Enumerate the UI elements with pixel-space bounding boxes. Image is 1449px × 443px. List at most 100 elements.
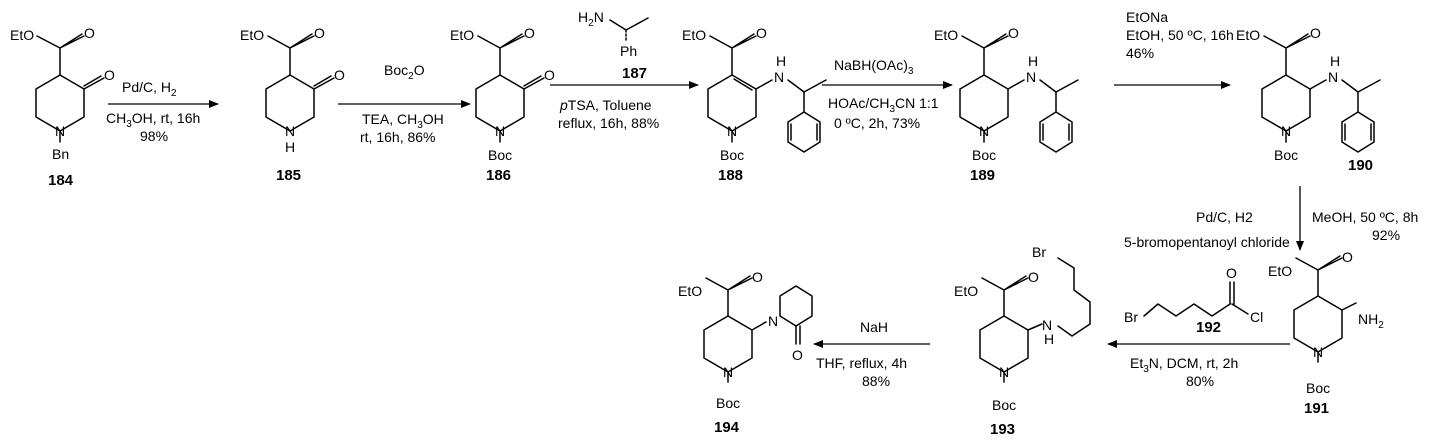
boc-label: Boc [972,147,996,163]
amine-label: N [1026,69,1036,85]
oxygen-label: O [1310,25,1321,41]
compound-193: EtO O N H Br N Boc 193 [954,244,1091,438]
step-yield: reflux, 16h, 88% [558,115,659,131]
ester-label: EtO [1268,263,1292,279]
compound-number: 192 [1196,319,1221,336]
step-5: EtONa EtOH, 50 ºC, 16h 46% [1114,9,1234,89]
hydrogen-label: H [1044,331,1054,347]
oxygen-label: O [524,25,535,41]
compound-number: 193 [990,421,1015,438]
reagent-name: 5-bromopentanoyl chloride [1124,234,1290,250]
ester-label: EtO [934,27,958,43]
benzyl-label: Bn [52,146,69,162]
step-condition: pTSA, Toluene [559,97,652,113]
boc-label: Boc [1274,147,1298,163]
compound-192: Br O Cl 192 [1124,265,1263,336]
nitrogen-label: N [999,364,1009,380]
nitrogen-label: N [495,123,505,139]
step-3: pTSA, Toluene reflux, 16h, 88% [550,81,699,131]
compound-190: EtO O N H N Boc 190 [1236,25,1381,174]
ester-label: EtO [682,27,706,43]
compound-number: 190 [1348,157,1373,174]
step-condition: CH3OH, rt, 16h [106,110,200,130]
bromine-label: Br [1032,244,1046,260]
step-reagent: EtONa [1126,9,1168,25]
boc-label: Boc [992,397,1016,413]
compound-number: 188 [718,167,743,184]
boc-label: Boc [716,395,740,411]
nitrogen-label: N [285,123,295,139]
hydrogen-label: H [1330,53,1340,69]
compound-number: 186 [486,167,511,184]
step-1: Pd/C, H2 CH3OH, rt, 16h 98% [106,79,219,144]
step-yield: 88% [862,373,890,389]
ester-label: EtO [1236,27,1260,43]
oxygen-label: O [1342,249,1353,265]
step-7: Et3N, DCM, rt, 2h 80% [1107,340,1290,389]
step-yield: rt, 16h, 86% [360,129,436,145]
oxygen-label: O [1008,25,1019,41]
step-yield: 98% [140,128,168,144]
step-reagent: NaH [860,319,888,335]
step-yield: 92% [1372,227,1400,243]
compound-187: H2N Ph 187 [578,9,649,82]
oxygen-label: O [1028,269,1039,285]
compound-184: EtO O O N Bn 184 [10,25,115,189]
amine-label: N [1328,69,1338,85]
oxygen-label: O [756,25,767,41]
nitrogen-label: N [1313,344,1323,360]
step-6: Pd/C, H2 MeOH, 50 ºC, 8h 92% 5-bromopent… [1124,186,1418,251]
step-condition: MeOH, 50 ºC, 8h [1312,209,1418,225]
step-reagent: Boc2O [384,62,425,82]
hydrogen-label: H [285,139,295,155]
hydrogen-label: H [1028,53,1038,69]
compound-188: EtO O N H N Boc 188 [682,25,827,184]
boc-label: Boc [720,147,744,163]
nitrogen-label: N [723,364,733,380]
step-condition: THF, reflux, 4h [816,355,907,371]
oxygen-label: O [544,67,555,83]
amine-label: N [1042,317,1052,333]
oxygen-label: O [752,269,763,285]
step-2: Boc2O TEA, CH3OH rt, 16h, 86% [338,62,471,145]
hydrogen-label: H [776,53,786,69]
compound-number: 194 [714,419,740,436]
compound-number: 191 [1304,400,1329,417]
compound-number: 189 [970,167,995,184]
step-yield: 46% [1126,45,1154,61]
step-reagent: Pd/C, H2 [1196,209,1253,225]
step-yield: 0 ºC, 2h, 73% [834,115,920,131]
chlorine-label: Cl [1250,309,1263,325]
compound-186: EtO O O N Boc 186 [450,25,555,184]
ester-label: EtO [954,283,978,299]
oxygen-label: O [314,25,325,41]
amine-label: NH2 [1358,311,1384,331]
oxygen-label: O [334,67,345,83]
compound-185: EtO O O N H 185 [240,25,345,184]
ester-label: EtO [678,283,702,299]
step-condition: Pd/C, H2 [122,79,177,99]
step-4: NaBH(OAc)3 HOAc/CH3CN 1:1 0 ºC, 2h, 73% [822,57,953,131]
compound-194: EtO O N O N Boc 194 [678,269,813,436]
oxygen-label: O [84,25,95,41]
bromine-label: Br [1124,309,1138,325]
step-condition: HOAc/CH3CN 1:1 [828,95,939,115]
compound-191: EtO O NH2 N Boc 191 [1268,249,1384,417]
ester-label: EtO [10,27,34,43]
step-condition: TEA, CH3OH [362,111,444,131]
step-condition: Et3N, DCM, rt, 2h [1130,355,1238,375]
lactam-nitrogen-label: N [768,313,778,329]
oxygen-label: O [1226,265,1237,281]
oxygen-label: O [104,67,115,83]
nitrogen-label: N [1281,123,1291,139]
ester-label: EtO [240,27,264,43]
amine-label: N [774,69,784,85]
boc-label: Boc [1306,380,1330,396]
nitrogen-label: N [727,123,737,139]
step-yield: 80% [1186,373,1214,389]
compound-number: 187 [622,65,647,82]
ester-label: EtO [450,27,474,43]
step-condition: EtOH, 50 ºC, 16h [1126,27,1234,43]
amine-label: H2N [578,9,604,29]
